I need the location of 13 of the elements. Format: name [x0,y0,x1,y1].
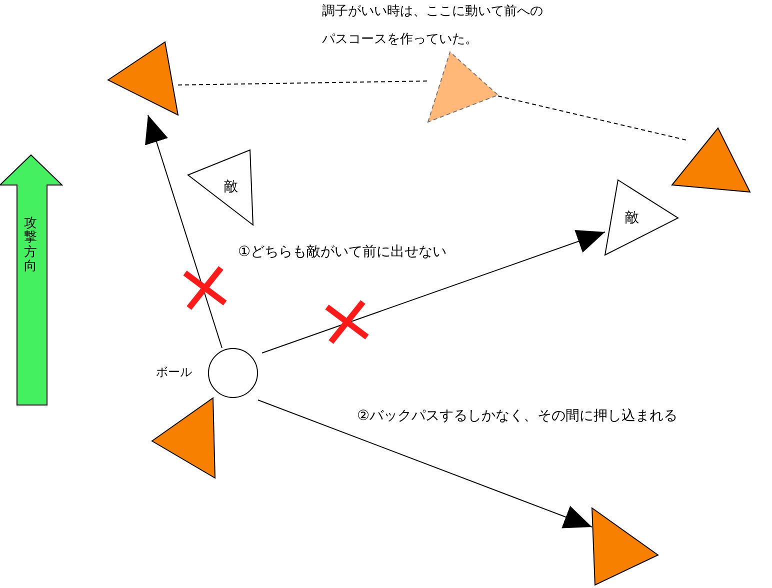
pass-arrow [262,230,606,354]
note-text: 調子がいい時は、ここに動いて前への [322,3,543,20]
enemy-label: 敵 [224,178,238,196]
dashed-line [178,80,428,86]
annotation-text: ①どちらも敵がいて前に出せない [238,243,447,261]
annotation-text: ②バックパスするしかなく、その間に押し込まれる [357,407,678,425]
ball-label: ボール [156,364,192,381]
direction-label: 攻撃方向 [24,217,37,274]
dashed-line [498,96,686,140]
enemy-label: 敵 [625,209,639,227]
pass-arrow [258,400,592,528]
note-text: パスコースを作っていた。 [322,31,478,48]
pass-arrow [145,114,222,348]
